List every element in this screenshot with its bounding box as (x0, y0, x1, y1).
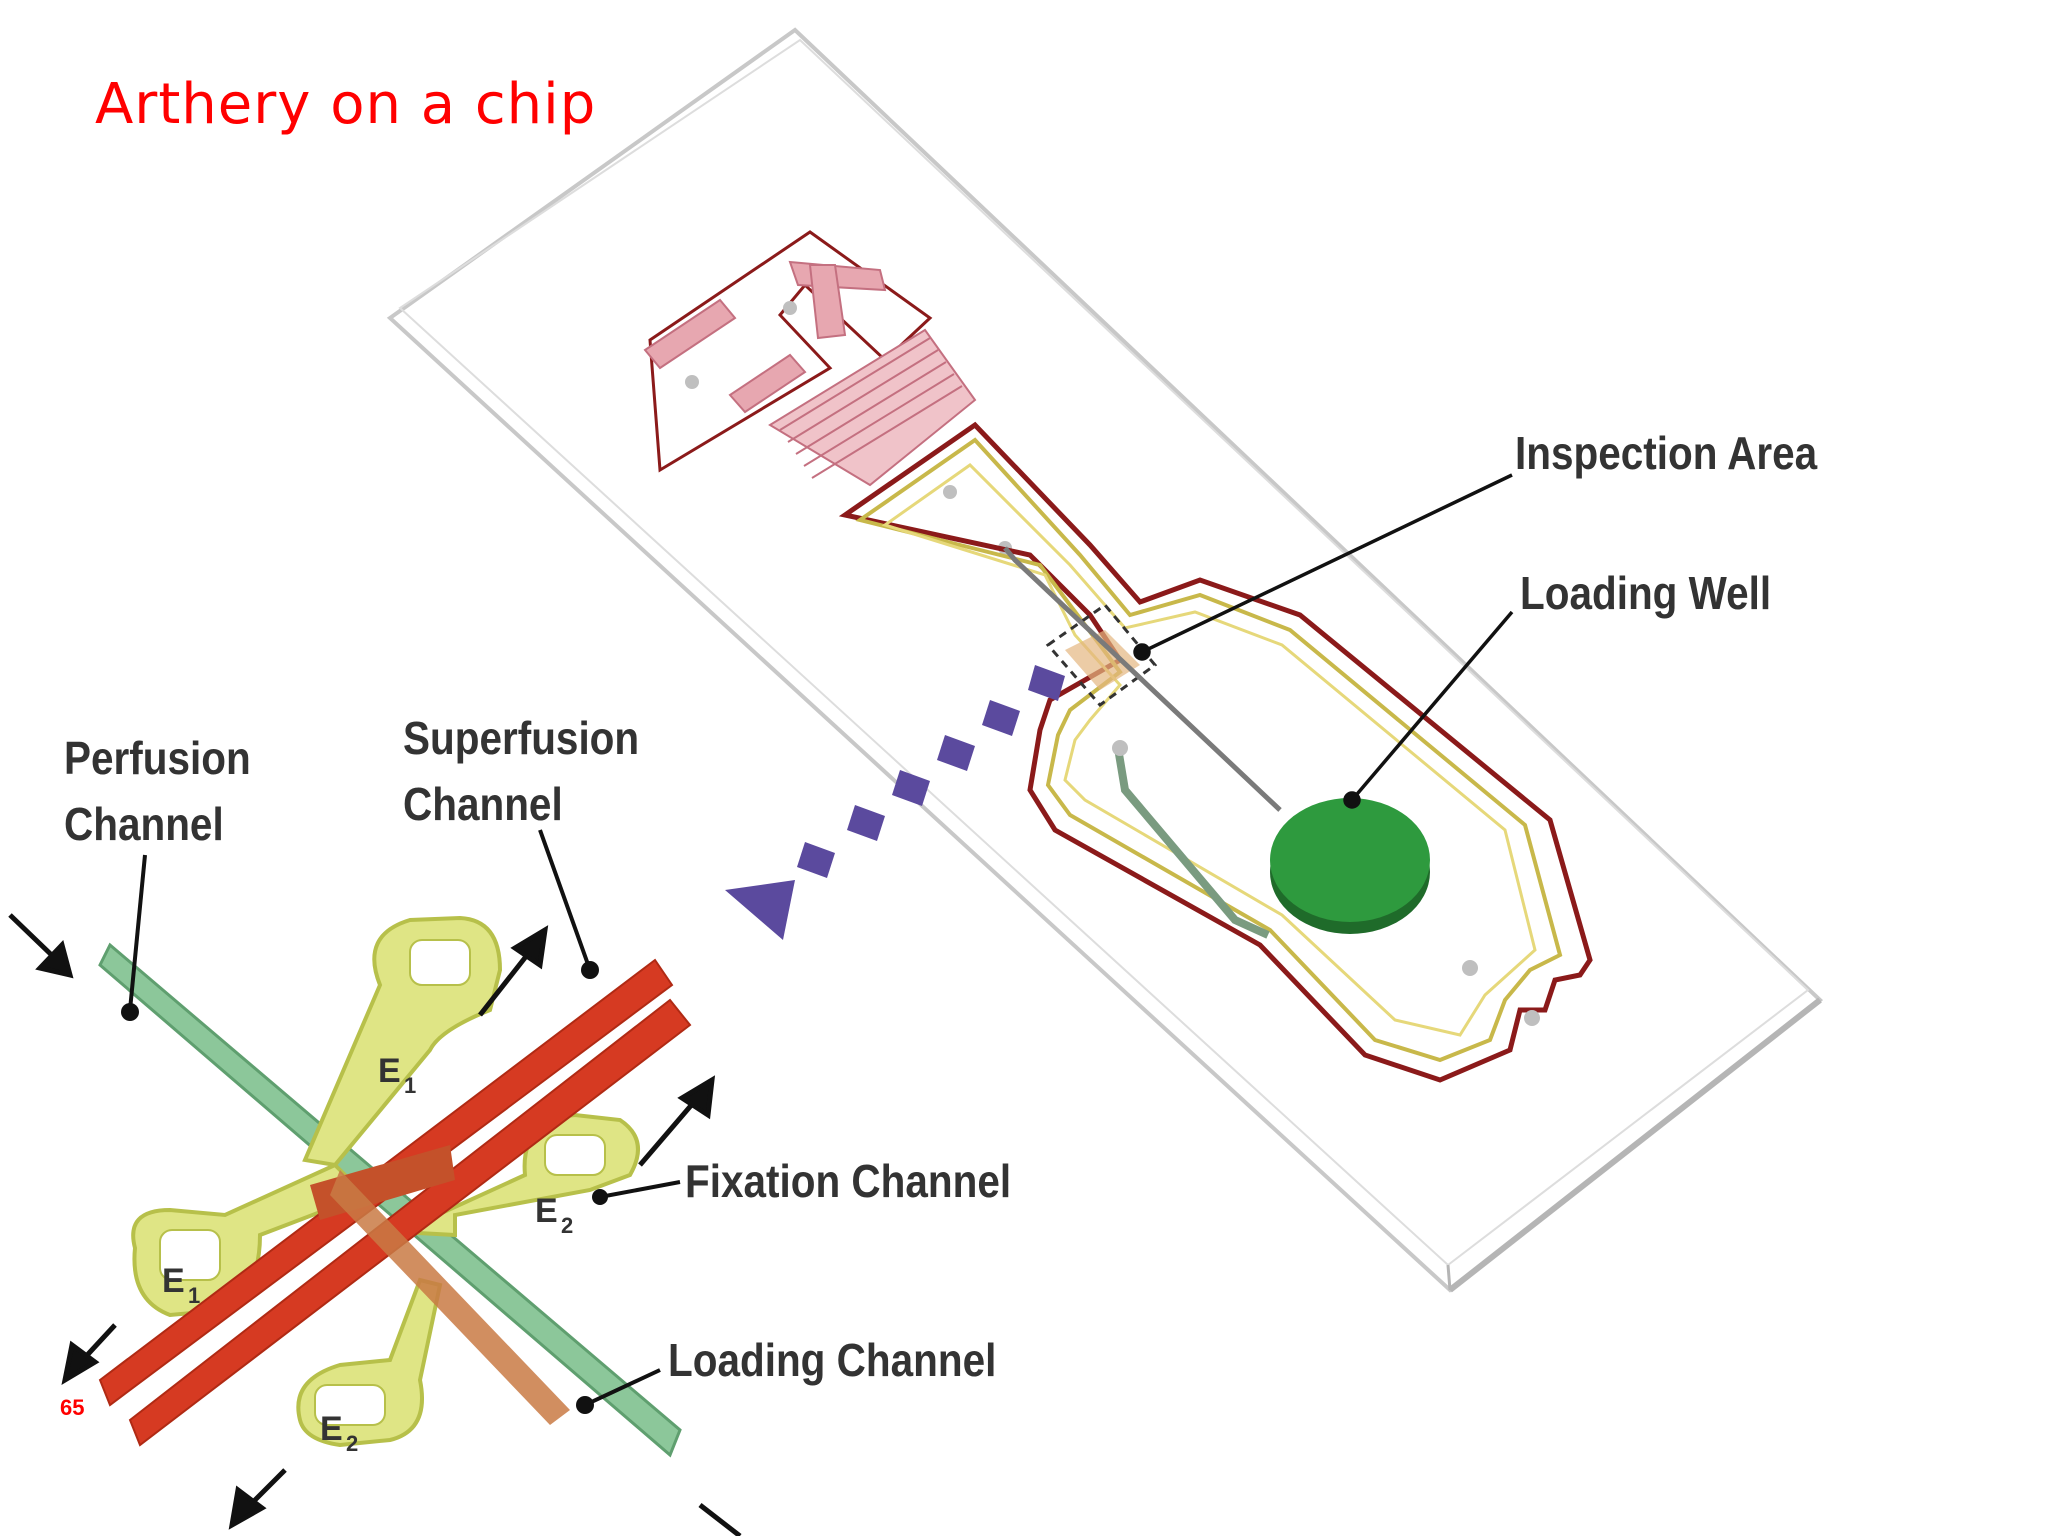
chip-outline (838, 421, 1593, 1083)
svg-text:E: E (535, 1192, 558, 1230)
perfusion-label-line-1: Perfusion (64, 732, 251, 784)
heater-element (643, 230, 1012, 555)
electrode-e1-left: E 1 (162, 1262, 200, 1308)
svg-text:E: E (320, 1410, 343, 1448)
svg-text:E: E (162, 1262, 185, 1300)
electrode-e2-right: E 2 (535, 1192, 573, 1238)
loading-well-label: Loading Well (1520, 567, 1772, 619)
perfusion-channel-label: Perfusion Channel (64, 725, 251, 857)
superfusion-label-line-2: Channel (403, 778, 563, 830)
svg-text:1: 1 (404, 1073, 416, 1098)
svg-text:1: 1 (188, 1283, 200, 1308)
fixation-channel-label: Fixation Channel (685, 1155, 1012, 1207)
pointer-arrow (725, 665, 1065, 940)
perfusion-label-line-2: Channel (64, 798, 224, 850)
superfusion-label-line-1: Superfusion (403, 712, 640, 764)
leader-lines (1133, 473, 1514, 809)
svg-text:E: E (378, 1052, 401, 1090)
electrode-e1-top: E 1 (378, 1052, 416, 1098)
slide-title: Arthery on a chip (95, 72, 597, 137)
loading-channel-label: Loading Channel (668, 1334, 997, 1386)
superfusion-channel-label: Superfusion Channel (403, 705, 639, 837)
slide-number: 65 (60, 1395, 85, 1420)
svg-text:2: 2 (561, 1213, 573, 1238)
inspection-area-box (1045, 602, 1158, 708)
inspection-area-label: Inspection Area (1515, 427, 1818, 479)
electrode-e2-bottom: E 2 (320, 1410, 358, 1456)
loading-well (1270, 798, 1430, 934)
internal-tubes (1003, 546, 1540, 1026)
detail-view: E 1 E 2 E 1 E 2 (8, 829, 742, 1536)
svg-text:2: 2 (346, 1431, 358, 1456)
